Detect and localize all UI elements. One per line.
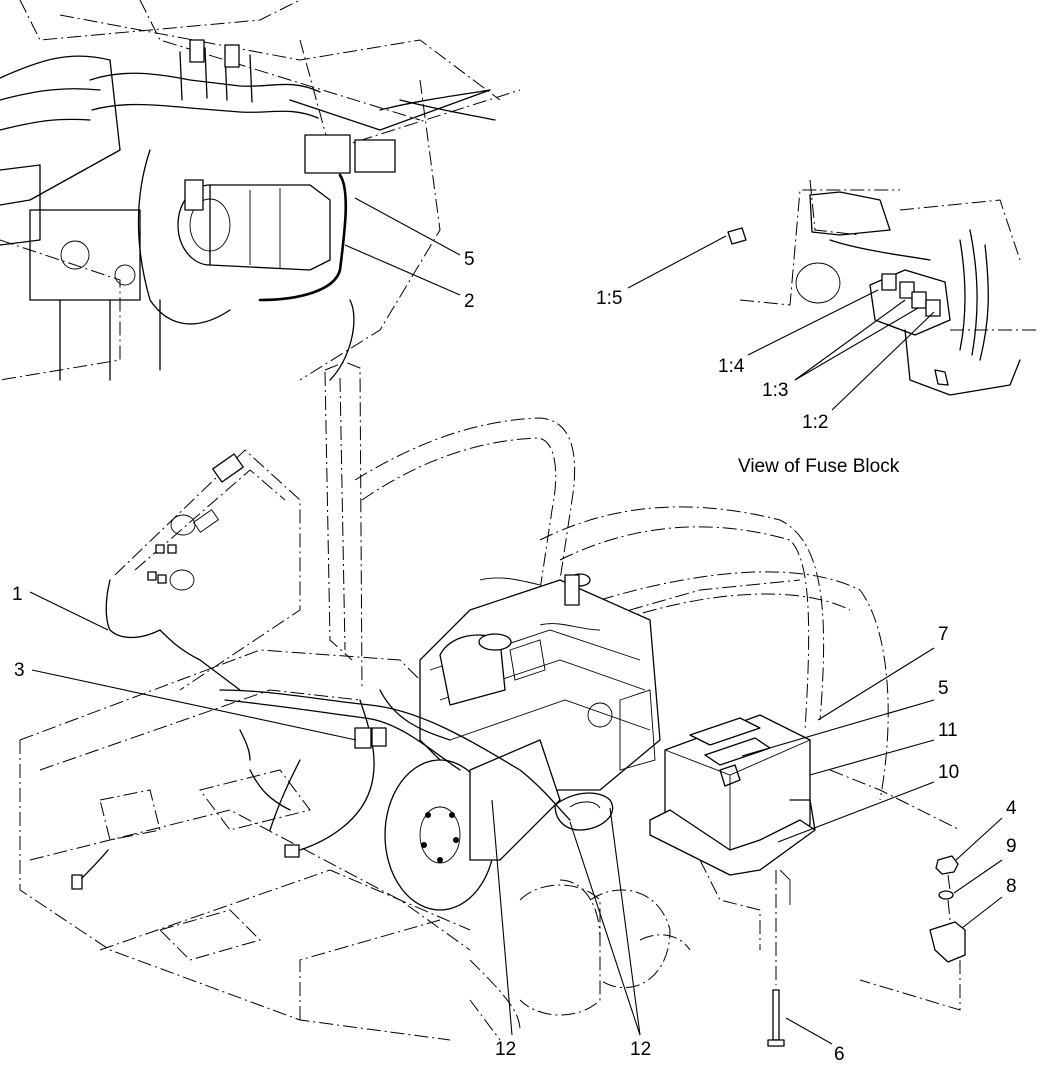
leader-fuse-1-5 bbox=[627, 235, 727, 289]
leader-fuse-1-4 bbox=[747, 289, 879, 356]
callout-1: 1 bbox=[12, 584, 23, 605]
callout-4: 4 bbox=[1006, 798, 1017, 819]
leader-10 bbox=[777, 781, 935, 843]
callout-6: 6 bbox=[834, 1044, 845, 1065]
fuse-callout-1-3: 1:3 bbox=[762, 380, 788, 401]
leader-12-right-b bbox=[609, 807, 641, 1036]
leader-1 bbox=[29, 591, 109, 631]
main-assembly bbox=[19, 361, 966, 1047]
callout-12-right: 12 bbox=[630, 1039, 651, 1060]
leader-4 bbox=[955, 817, 1003, 861]
leader-11 bbox=[809, 739, 935, 776]
fuse-block-inset bbox=[727, 179, 1040, 396]
fuse-callout-1-2: 1:2 bbox=[802, 412, 828, 433]
fuse-view-caption: View of Fuse Block bbox=[738, 456, 900, 477]
leader-8 bbox=[961, 896, 1003, 929]
fuse-callout-1-5: 1:5 bbox=[596, 288, 622, 309]
callout-5: 5 bbox=[938, 678, 949, 699]
leader-3 bbox=[31, 669, 357, 741]
leader-5 bbox=[741, 699, 935, 757]
callout-10: 10 bbox=[938, 762, 959, 783]
leader-inset-5 bbox=[354, 197, 461, 256]
callout-9: 9 bbox=[1006, 836, 1017, 857]
leader-fuse-1-3a bbox=[794, 299, 906, 381]
leader-7 bbox=[817, 647, 935, 721]
callout-3: 3 bbox=[14, 660, 25, 681]
leader-fuse-1-3b bbox=[794, 307, 919, 381]
leader-fuse-1-2 bbox=[831, 311, 935, 411]
leader-inset-2 bbox=[344, 244, 461, 296]
callout-8: 8 bbox=[1006, 876, 1017, 897]
inset-callout-2: 2 bbox=[464, 291, 475, 312]
leader-12-right-a bbox=[569, 821, 641, 1036]
inset-callout-5: 5 bbox=[464, 249, 475, 270]
callout-7: 7 bbox=[938, 624, 949, 645]
callout-12-left: 12 bbox=[495, 1039, 516, 1060]
leader-9 bbox=[953, 859, 1003, 894]
leader-6 bbox=[785, 1017, 833, 1045]
callout-11: 11 bbox=[938, 720, 958, 741]
fuse-callout-1-4: 1:4 bbox=[718, 356, 745, 377]
engine-detail-inset bbox=[0, 0, 521, 381]
leader-12-left bbox=[491, 799, 513, 1036]
